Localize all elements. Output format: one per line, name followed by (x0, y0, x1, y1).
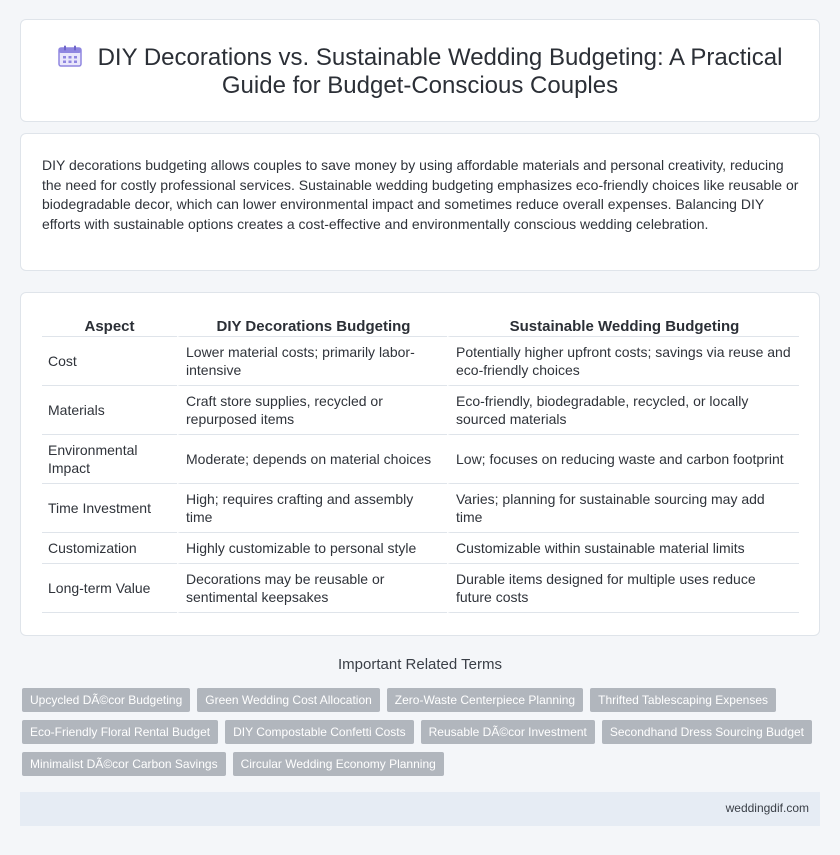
table-cell: Customization (42, 533, 177, 564)
table-row: Customization Highly customizable to per… (42, 533, 799, 564)
table-cell: Highly customizable to personal style (177, 533, 447, 564)
table-row: Long-term Value Decorations may be reusa… (42, 564, 799, 613)
table-cell: Moderate; depends on material choices (177, 435, 447, 484)
table-cell: High; requires crafting and assembly tim… (177, 484, 447, 533)
table-cell: Customizable within sustainable material… (447, 533, 799, 564)
related-term-tag[interactable]: Eco-Friendly Floral Rental Budget (22, 720, 219, 744)
related-term-tag[interactable]: Circular Wedding Economy Planning (232, 752, 444, 776)
related-term-tag[interactable]: Zero-Waste Centerpiece Planning (386, 688, 584, 712)
table-cell: Varies; planning for sustainable sourcin… (447, 484, 799, 533)
table-cell: Lower material costs; primarily labor-in… (177, 337, 447, 386)
footer-site-link[interactable]: weddingdif.com (725, 801, 809, 815)
table-cell: Materials (42, 386, 177, 435)
footer: weddingdif.com (20, 792, 820, 826)
page-title: DIY Decorations vs. Sustainable Wedding … (97, 44, 783, 99)
table-cell: Environmental Impact (42, 435, 177, 484)
table-cell: Craft store supplies, recycled or repurp… (177, 386, 447, 435)
tag-row: Eco-Friendly Floral Rental Budget DIY Co… (22, 720, 822, 744)
calendar-icon (57, 45, 82, 67)
related-term-tag[interactable]: Minimalist DÃ©cor Carbon Savings (22, 752, 226, 776)
table-cell: Potentially higher upfront costs; saving… (447, 337, 799, 386)
tag-row: Minimalist DÃ©cor Carbon Savings Circula… (22, 752, 822, 776)
summary-text: DIY decorations budgeting allows couples… (42, 157, 799, 232)
table-cell: Low; focuses on reducing waste and carbo… (447, 435, 799, 484)
summary-card: DIY decorations budgeting allows couples… (20, 133, 820, 271)
table-cell: Durable items designed for multiple uses… (447, 564, 799, 613)
column-header-diy: DIY Decorations Budgeting (177, 315, 447, 337)
table-row: Environmental Impact Moderate; depends o… (42, 435, 799, 484)
related-terms-title: Important Related Terms (338, 656, 502, 673)
related-term-tag[interactable]: Upcycled DÃ©cor Budgeting (22, 688, 191, 712)
column-header-sustainable: Sustainable Wedding Budgeting (447, 315, 799, 337)
tag-row: Upcycled DÃ©cor Budgeting Green Wedding … (22, 688, 822, 712)
related-term-tag[interactable]: Thrifted Tablescaping Expenses (590, 688, 776, 712)
related-term-tag[interactable]: DIY Compostable Confetti Costs (225, 720, 414, 744)
table-cell: Long-term Value (42, 564, 177, 613)
table-cell: Cost (42, 337, 177, 386)
column-header-aspect: Aspect (42, 315, 177, 337)
related-term-tag[interactable]: Green Wedding Cost Allocation (197, 688, 380, 712)
table-row: Materials Craft store supplies, recycled… (42, 386, 799, 435)
related-term-tag[interactable]: Reusable DÃ©cor Investment (420, 720, 595, 744)
title-card: DIY Decorations vs. Sustainable Wedding … (20, 19, 820, 122)
comparison-table: Aspect DIY Decorations Budgeting Sustain… (42, 315, 799, 613)
table-row: Cost Lower material costs; primarily lab… (42, 337, 799, 386)
related-term-tag[interactable]: Secondhand Dress Sourcing Budget (601, 720, 813, 744)
table-row: Time Investment High; requires crafting … (42, 484, 799, 533)
table-cell: Time Investment (42, 484, 177, 533)
title-wrap: DIY Decorations vs. Sustainable Wedding … (21, 44, 819, 100)
comparison-card: Aspect DIY Decorations Budgeting Sustain… (20, 292, 820, 636)
table-header-row: Aspect DIY Decorations Budgeting Sustain… (42, 315, 799, 337)
table-cell: Decorations may be reusable or sentiment… (177, 564, 447, 613)
related-terms-list: Upcycled DÃ©cor Budgeting Green Wedding … (22, 688, 822, 784)
table-cell: Eco-friendly, biodegradable, recycled, o… (447, 386, 799, 435)
